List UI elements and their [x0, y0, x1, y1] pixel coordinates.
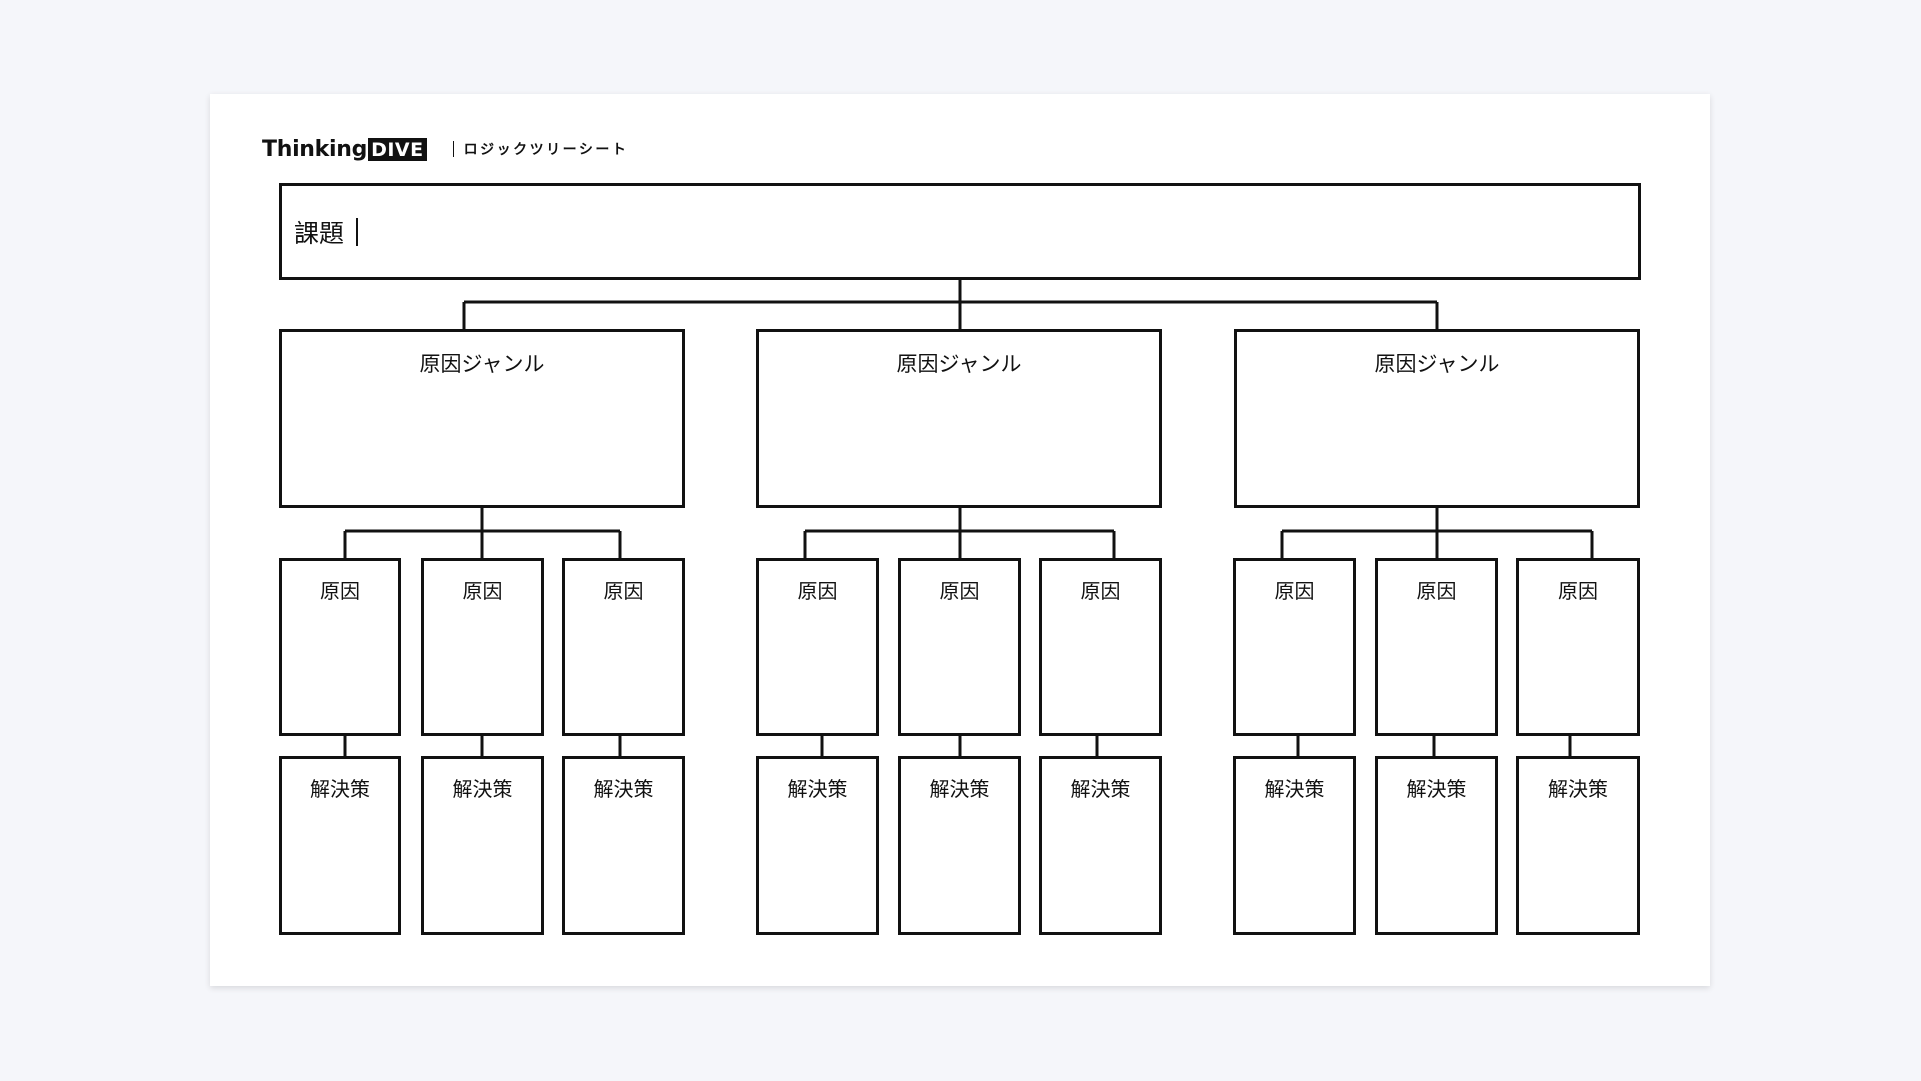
solution-box[interactable]: 解決策	[1039, 756, 1162, 935]
cause-genre-label: 原因ジャンル	[419, 352, 545, 376]
solution-label: 解決策	[452, 777, 513, 801]
solution-label: 解決策	[1264, 777, 1325, 801]
cause-genre-box[interactable]: 原因ジャンル	[279, 329, 685, 508]
cause-label: 原因	[462, 579, 503, 603]
cause-genre-box[interactable]: 原因ジャンル	[756, 329, 1162, 508]
solution-box[interactable]: 解決策	[1375, 756, 1498, 935]
cause-box[interactable]: 原因	[562, 558, 685, 736]
solution-label: 解決策	[1070, 777, 1131, 801]
cause-genre-label: 原因ジャンル	[1374, 352, 1500, 376]
sheet-subtitle: ロジックツリーシート	[463, 142, 629, 158]
solution-box[interactable]: 解決策	[421, 756, 544, 935]
cause-box[interactable]: 原因	[1375, 558, 1498, 736]
cause-label: 原因	[1558, 579, 1598, 603]
cause-genre-box[interactable]: 原因ジャンル	[1234, 329, 1640, 508]
solution-box[interactable]: 解決策	[279, 756, 401, 935]
text-cursor	[356, 217, 359, 246]
cause-label: 原因	[939, 579, 980, 603]
brand-logo: Thinking DIVE ロジックツリーシート	[262, 134, 628, 164]
cause-box[interactable]: 原因	[1233, 558, 1356, 736]
solution-label: 解決策	[787, 777, 848, 801]
cause-box[interactable]: 原因	[1516, 558, 1640, 736]
cause-label: 原因	[1274, 579, 1315, 603]
solution-label: 解決策	[1548, 777, 1608, 801]
solution-box[interactable]: 解決策	[1516, 756, 1640, 935]
solution-label: 解決策	[929, 777, 990, 801]
issue-box[interactable]: 課題	[279, 183, 1641, 280]
cause-box[interactable]: 原因	[1039, 558, 1162, 736]
cause-box[interactable]: 原因	[756, 558, 879, 736]
cause-genre-label: 原因ジャンル	[896, 352, 1022, 376]
cause-label: 原因	[320, 579, 360, 603]
cause-box[interactable]: 原因	[421, 558, 544, 736]
cause-label: 原因	[603, 579, 644, 603]
cause-label: 原因	[1080, 579, 1121, 603]
cause-label: 原因	[797, 579, 838, 603]
issue-label-wrap: 課題	[294, 186, 359, 277]
cause-label: 原因	[1416, 579, 1457, 603]
solution-box[interactable]: 解決策	[756, 756, 879, 935]
solution-box[interactable]: 解決策	[562, 756, 685, 935]
brand-dive-text: DIVE	[368, 137, 427, 161]
solution-label: 解決策	[310, 777, 370, 801]
brand-thinking-text: Thinking	[262, 136, 368, 162]
header-divider	[452, 141, 454, 157]
solution-label: 解決策	[1406, 777, 1467, 801]
solution-box[interactable]: 解決策	[898, 756, 1021, 935]
solution-label: 解決策	[593, 777, 654, 801]
cause-box[interactable]: 原因	[898, 558, 1021, 736]
cause-box[interactable]: 原因	[279, 558, 401, 736]
issue-label: 課題	[294, 218, 345, 248]
solution-box[interactable]: 解決策	[1233, 756, 1356, 935]
